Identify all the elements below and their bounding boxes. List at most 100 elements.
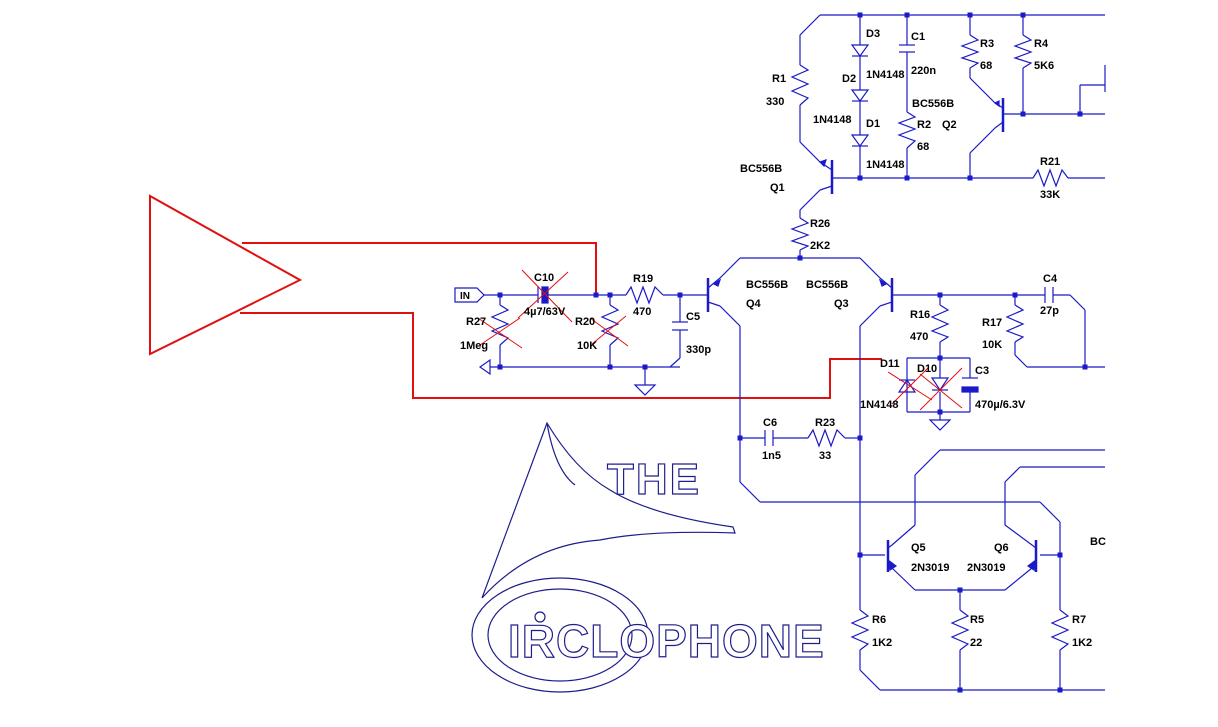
label-Q1-value: BC556B <box>740 163 782 175</box>
ground-d10-icon <box>928 419 952 431</box>
resistor-R26-symbol <box>790 217 810 251</box>
label-D3-value: 1N4148 <box>866 69 905 81</box>
ground-c5-icon <box>633 384 657 396</box>
junction-node <box>497 364 503 370</box>
label-C3-ref: C3 <box>975 365 989 377</box>
probe-overlay <box>149 194 882 399</box>
transistors <box>706 98 1038 572</box>
transistor-Q3-symbol <box>878 277 894 312</box>
label-C5-value: 330p <box>686 344 711 356</box>
label-R19-ref: R19 <box>633 273 653 285</box>
label-Q1-ref: Q1 <box>770 182 785 194</box>
label-R17-ref: R17 <box>982 317 1002 329</box>
label-C6-value: 1n5 <box>762 450 781 462</box>
amplifier-triangle-symbol <box>149 194 303 356</box>
label-C1-value: 220n <box>911 65 936 77</box>
component-labels: R1 330 D3 1N4148 D2 1N4148 D1 1N4148 C1 … <box>460 28 1106 649</box>
label-D11-value: 1N4148 <box>860 399 899 411</box>
resistor-R7-symbol <box>1050 609 1070 651</box>
junction-node <box>857 552 863 558</box>
capacitor-C6-symbol <box>764 430 774 446</box>
label-Q6-ref: Q6 <box>994 542 1009 554</box>
junction-node <box>607 292 613 298</box>
label-R4-ref: R4 <box>1034 38 1049 50</box>
diode-D3-symbol <box>850 44 870 58</box>
label-R16-ref: R16 <box>910 309 930 321</box>
resistor-R20-symbol <box>600 304 620 346</box>
label-R2-value: 68 <box>917 141 929 153</box>
label-R17-value: 10K <box>982 339 1002 351</box>
junction-node <box>1020 12 1026 18</box>
junction-node <box>737 435 743 441</box>
transistor-Q2-symbol <box>993 98 1005 132</box>
label-R19-value: 470 <box>633 306 651 318</box>
label-R26-ref: R26 <box>810 218 830 230</box>
label-C3-value: 470µ/6.3V <box>975 399 1026 411</box>
resistor-R21-symbol <box>1032 168 1069 188</box>
resistors <box>490 34 1070 651</box>
junction-node <box>967 12 973 18</box>
input-port-label: IN <box>460 291 470 302</box>
resistor-R27-symbol <box>490 304 510 346</box>
ground-left-icon <box>478 358 491 376</box>
junction-node <box>937 292 943 298</box>
junction-node <box>857 435 863 441</box>
resistor-R19-symbol <box>625 285 664 305</box>
label-R16-value: 470 <box>910 331 928 343</box>
junction-node <box>677 292 683 298</box>
junction-node <box>904 175 910 181</box>
label-C4-value: 27p <box>1040 305 1059 317</box>
label-R21-value: 33K <box>1040 189 1060 201</box>
label-C4-ref: C4 <box>1043 273 1058 285</box>
resistor-R1-symbol <box>790 64 810 106</box>
label-C10-ref: C10 <box>534 272 554 284</box>
input-port[interactable]: IN <box>454 287 485 303</box>
resistor-R4-symbol <box>1013 34 1033 69</box>
label-R5-value: 22 <box>970 637 982 649</box>
junction-node <box>1057 687 1063 693</box>
label-R23-ref: R23 <box>815 417 835 429</box>
capacitor-C4-symbol <box>1044 287 1054 303</box>
label-C5-ref: C5 <box>686 311 700 323</box>
ground-symbols <box>478 358 952 431</box>
label-Q2-value: BC556B <box>912 98 954 110</box>
junction-node <box>1077 111 1083 117</box>
diode-D11-symbol <box>897 378 917 393</box>
junction-node <box>937 355 943 361</box>
capacitor-C10-symbol <box>537 286 549 304</box>
wires <box>484 14 1106 691</box>
gramophone-horn-outline <box>481 421 736 599</box>
resistor-R6-symbol <box>850 609 870 651</box>
label-C6-ref: C6 <box>763 417 777 429</box>
label-R5-ref: R5 <box>970 614 984 626</box>
label-Q4-ref: Q4 <box>746 298 762 310</box>
transistor-Q6-symbol <box>1026 540 1038 572</box>
junction-node <box>904 12 910 18</box>
label-D2-value: 1N4148 <box>813 114 852 126</box>
junction-node <box>937 409 943 415</box>
label-Q5-value: 2N3019 <box>911 562 950 574</box>
label-D2-ref: D2 <box>842 73 856 85</box>
label-R7-ref: R7 <box>1072 614 1086 626</box>
label-C10-value: 4µ7/63V <box>524 306 566 318</box>
label-D1-ref: D1 <box>866 118 880 130</box>
label-D1-value: 1N4148 <box>866 159 905 171</box>
capacitor-C1-symbol <box>899 44 915 53</box>
junction-nodes <box>497 12 1088 693</box>
label-R27-value: 1Meg <box>460 340 488 352</box>
junction-node <box>797 255 803 261</box>
label-Q3-value: BC556B <box>806 279 848 291</box>
capacitor-C5-symbol <box>672 321 688 331</box>
resistor-R17-symbol <box>1005 304 1025 343</box>
resistor-R23-symbol <box>807 428 846 448</box>
label-R20-ref: R20 <box>575 316 595 328</box>
label-Q2-ref: Q2 <box>942 119 957 131</box>
disabled-component-marks <box>477 269 963 411</box>
logo-inner-c-ring <box>487 588 633 682</box>
junction-node <box>1057 552 1063 558</box>
junction-node <box>607 364 613 370</box>
resistor-R16-symbol <box>930 304 950 343</box>
logo-outer-c-ring <box>471 577 649 693</box>
label-Q5-ref: Q5 <box>911 542 926 554</box>
